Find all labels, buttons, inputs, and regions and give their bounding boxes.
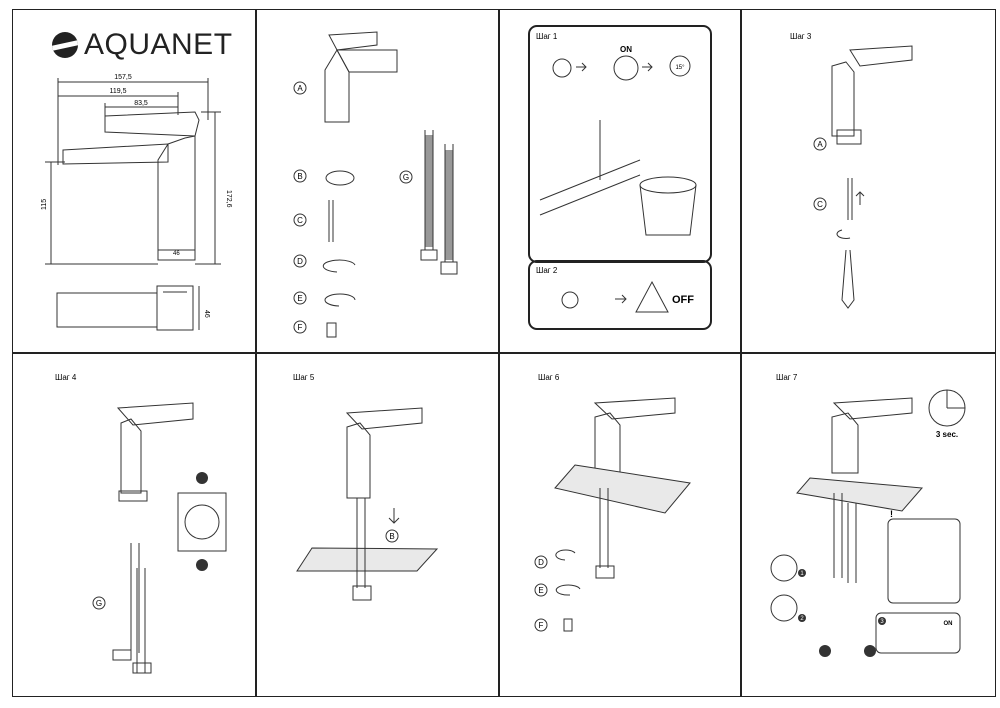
divider: [12, 352, 996, 354]
step-2-title: Шаг 2: [536, 266, 558, 275]
brand-logo: AQUANET: [52, 28, 233, 62]
part-label: F: [298, 323, 303, 332]
angle-label: 15°: [675, 65, 685, 71]
dim-spout: 119,5: [110, 88, 127, 95]
step-1-title: Шаг 1: [536, 32, 558, 41]
parts-list: A B C D E F G: [293, 31, 458, 338]
dimension-drawing: 157,5 119,5 83,5 115 172,6 46 46: [41, 74, 232, 331]
part-label: G: [96, 599, 102, 608]
step-4: Шаг 4 G: [55, 373, 227, 674]
dim-base: 46: [173, 251, 180, 257]
part-label: G: [403, 173, 409, 182]
step-7-title: Шаг 7: [776, 373, 798, 382]
step-marker: 1: [800, 571, 804, 577]
part-label: B: [389, 532, 394, 541]
dim-width: 157,5: [114, 74, 132, 81]
part-label: C: [817, 200, 823, 209]
dim-handle: 83,5: [134, 100, 148, 107]
steps-1-2: Шаг 1 ON 15° Шаг 2 OFF: [528, 25, 712, 330]
step-marker: 2: [800, 616, 804, 622]
part-label: A: [817, 140, 823, 149]
step-5: Шаг 5 B: [293, 373, 439, 601]
dim-height-left: 115: [41, 199, 48, 210]
on-label: ON: [620, 45, 632, 54]
dim-height-right: 172,6: [225, 190, 232, 208]
step-7: Шаг 7 3 sec. ! ON 1 2 3: [770, 373, 966, 657]
part-label: B: [297, 172, 302, 181]
step-3-title: Шаг 3: [790, 32, 812, 41]
timer-label: 3 sec.: [936, 430, 958, 439]
part-label: F: [539, 621, 544, 630]
warning-icon: !: [890, 509, 893, 519]
step-marker: 3: [880, 619, 884, 625]
part-label: E: [297, 294, 302, 303]
part-label: E: [538, 586, 543, 595]
brand-name: AQUANET: [84, 28, 233, 61]
dim-depth: 46: [203, 310, 210, 318]
part-label: A: [297, 84, 303, 93]
logo-mark-icon: [52, 32, 78, 58]
step-3: Шаг 3 A C: [790, 32, 913, 309]
part-label: D: [297, 257, 303, 266]
step-5-title: Шаг 5: [293, 373, 315, 382]
on-label: ON: [944, 621, 953, 627]
step-4-title: Шаг 4: [55, 373, 77, 382]
step-6: Шаг 6 D E F: [534, 373, 691, 632]
part-label: D: [538, 558, 544, 567]
step-6-title: Шаг 6: [538, 373, 560, 382]
part-label: C: [297, 216, 303, 225]
off-label: OFF: [672, 294, 694, 306]
